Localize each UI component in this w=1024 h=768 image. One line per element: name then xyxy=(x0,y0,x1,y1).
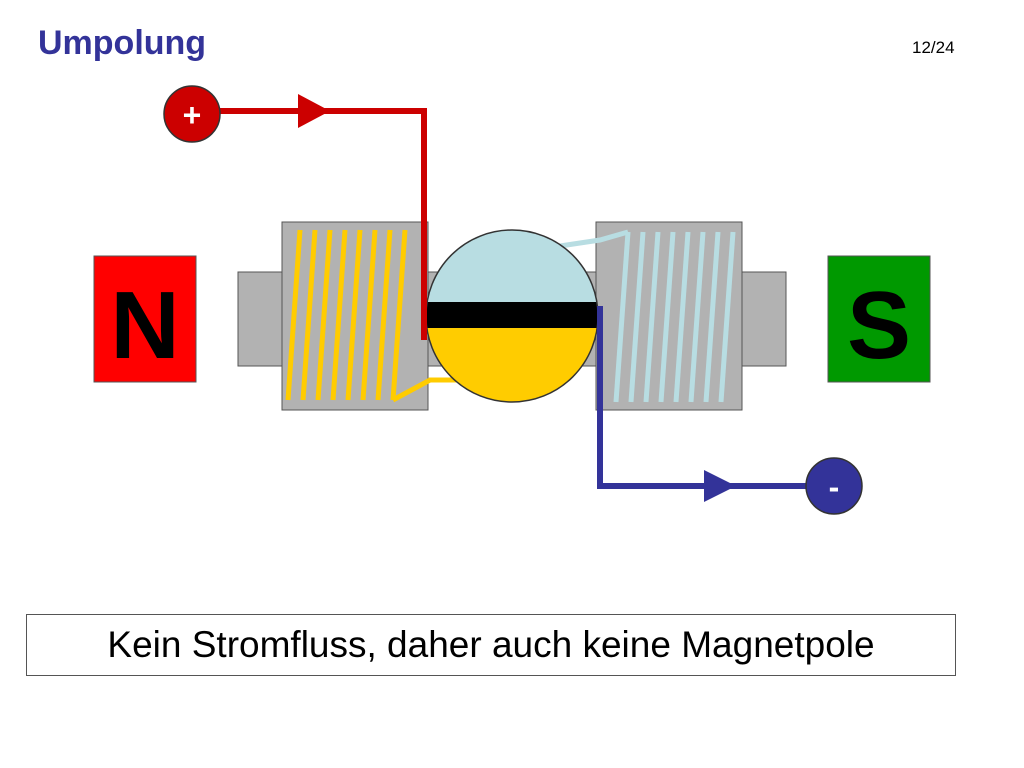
negative-wire xyxy=(597,306,810,502)
right-coil-windings xyxy=(559,229,736,403)
south-pole-magnet: S xyxy=(827,255,931,383)
left-coil-windings xyxy=(285,229,462,403)
caption-box: Kein Stromfluss, daher auch keine Magnet… xyxy=(26,614,956,676)
negative-terminal-label: - xyxy=(829,469,840,505)
south-pole-label: S xyxy=(847,272,911,379)
current-arrow-icon xyxy=(298,94,330,128)
right-electromagnet xyxy=(559,221,743,411)
current-arrow-icon xyxy=(704,470,736,502)
positive-wire xyxy=(210,94,427,340)
north-pole-magnet: N xyxy=(93,255,197,383)
north-pole-label: N xyxy=(110,272,179,379)
negative-terminal: - xyxy=(805,457,863,515)
positive-terminal-label: + xyxy=(183,97,202,133)
caption-text: Kein Stromfluss, daher auch keine Magnet… xyxy=(107,624,875,665)
slide-title: Umpolung xyxy=(38,24,207,62)
positive-terminal: + xyxy=(163,85,221,143)
page-number: 12/24 xyxy=(912,38,955,57)
left-electromagnet xyxy=(281,221,462,411)
